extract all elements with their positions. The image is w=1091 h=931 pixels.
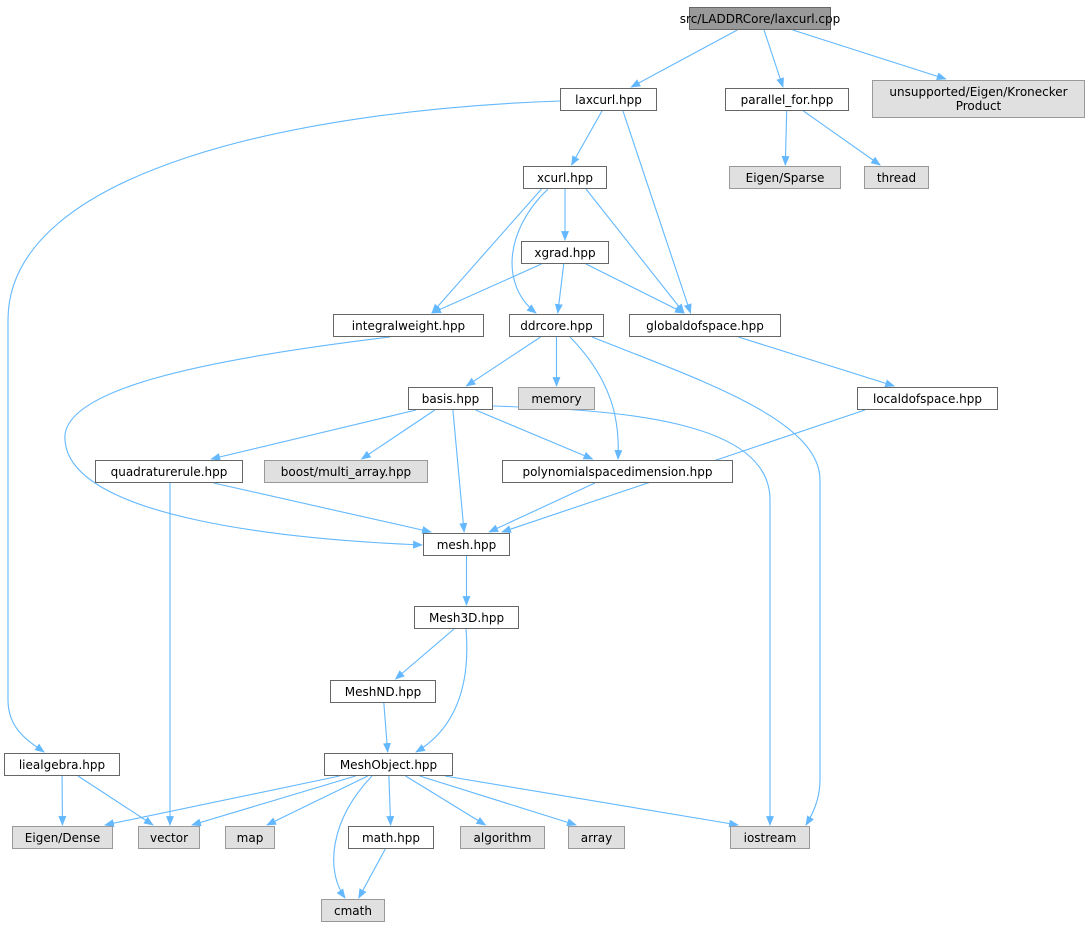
edge-ddrcore-to-iostream: [591, 336, 821, 826]
edge-mesh3d-to-meshnd: [394, 628, 455, 680]
node-math[interactable]: math.hpp: [348, 826, 434, 849]
node-map: map: [225, 826, 275, 849]
node-meshobject[interactable]: MeshObject.hpp: [324, 753, 453, 776]
edge-root-to-parallel_for: [763, 29, 784, 88]
node-iostream: iostream: [730, 826, 810, 849]
edge-globaldofspace-to-localdofspace: [738, 336, 896, 388]
edge-ddrcore-to-basis: [465, 336, 541, 387]
edge-laxcurl-to-globaldofspace: [622, 110, 692, 314]
node-algorithm: algorithm: [460, 826, 545, 849]
node-localdofspace[interactable]: localdofspace.hpp: [857, 387, 998, 410]
node-mesh[interactable]: mesh.hpp: [423, 533, 510, 556]
edge-meshobject-to-map: [266, 775, 368, 826]
node-xcurl[interactable]: xcurl.hpp: [523, 166, 607, 189]
edge-xcurl-to-globaldofspace: [585, 188, 685, 314]
edge-meshobject-to-cmath: [333, 775, 373, 899]
node-quadraturerule[interactable]: quadraturerule.hpp: [95, 460, 243, 483]
edge-xgrad-to-globaldofspace: [585, 263, 685, 314]
node-polyspace[interactable]: polynomialspacedimension.hpp: [502, 460, 733, 483]
node-parallel_for[interactable]: parallel_for.hpp: [725, 88, 849, 111]
edge-basis-to-mesh: [452, 409, 468, 533]
edge-meshnd-to-meshobject: [383, 702, 391, 753]
edge-xcurl-to-integralweight: [431, 188, 542, 314]
node-xgrad[interactable]: xgrad.hpp: [521, 241, 609, 264]
edge-laxcurl-to-liealgebra: [7, 100, 561, 753]
node-thread: thread: [864, 166, 929, 189]
edge-basis-to-quadraturerule: [210, 409, 417, 461]
edge-basis-to-polyspace: [475, 409, 594, 460]
node-liealgebra[interactable]: liealgebra.hpp: [4, 753, 120, 776]
edge-math-to-cmath: [358, 848, 386, 899]
node-array: array: [568, 826, 625, 849]
node-sparse: Eigen/Sparse: [729, 166, 841, 189]
edge-parallel_for-to-thread: [803, 110, 881, 166]
edge-quadraturerule-to-mesh: [213, 482, 432, 534]
edge-meshobject-to-iostream: [444, 775, 739, 828]
node-kron: unsupported/Eigen/Kronecker Product: [872, 80, 1085, 118]
edge-root-to-laxcurl: [630, 29, 738, 88]
edge-polyspace-to-mesh: [488, 482, 596, 533]
node-vector: vector: [138, 826, 200, 849]
node-mesh3d[interactable]: Mesh3D.hpp: [414, 606, 519, 629]
edge-xgrad-to-integralweight: [431, 263, 542, 314]
edge-xgrad-to-ddrcore: [554, 263, 565, 314]
node-root: src/LADDRCore/laxcurl.cpp: [680, 7, 840, 30]
edge-meshobject-to-algorithm: [405, 775, 487, 826]
edge-meshobject-to-math: [386, 775, 395, 826]
edge-meshobject-to-dense: [104, 775, 340, 828]
edge-meshobject-to-vector: [191, 775, 356, 827]
edge-mesh3d-to-meshobject: [415, 628, 468, 753]
node-cmath: cmath: [321, 899, 385, 922]
edge-liealgebra-to-vector: [77, 775, 154, 826]
node-memory: memory: [518, 387, 595, 410]
edge-meshobject-to-array: [419, 775, 577, 827]
edge-integralweight-to-mesh: [64, 336, 423, 549]
node-integralweight[interactable]: integralweight.hpp: [333, 314, 484, 337]
edge-parallel_for-to-sparse: [781, 110, 790, 166]
node-dense: Eigen/Dense: [12, 826, 113, 849]
node-basis[interactable]: basis.hpp: [408, 387, 493, 410]
node-ddrcore[interactable]: ddrcore.hpp: [509, 314, 604, 337]
edge-ddrcore-to-polyspace: [569, 336, 623, 460]
node-globaldofspace[interactable]: globaldofspace.hpp: [629, 314, 781, 337]
edge-root-to-kron: [792, 29, 947, 81]
edge-laxcurl-to-xcurl: [571, 110, 603, 166]
node-meshnd[interactable]: MeshND.hpp: [330, 680, 436, 703]
node-laxcurl[interactable]: laxcurl.hpp: [560, 88, 657, 111]
node-multi_array: boost/multi_array.hpp: [264, 460, 428, 483]
edge-xcurl-to-ddrcore: [511, 188, 549, 314]
edge-basis-to-multi_array: [360, 409, 436, 460]
